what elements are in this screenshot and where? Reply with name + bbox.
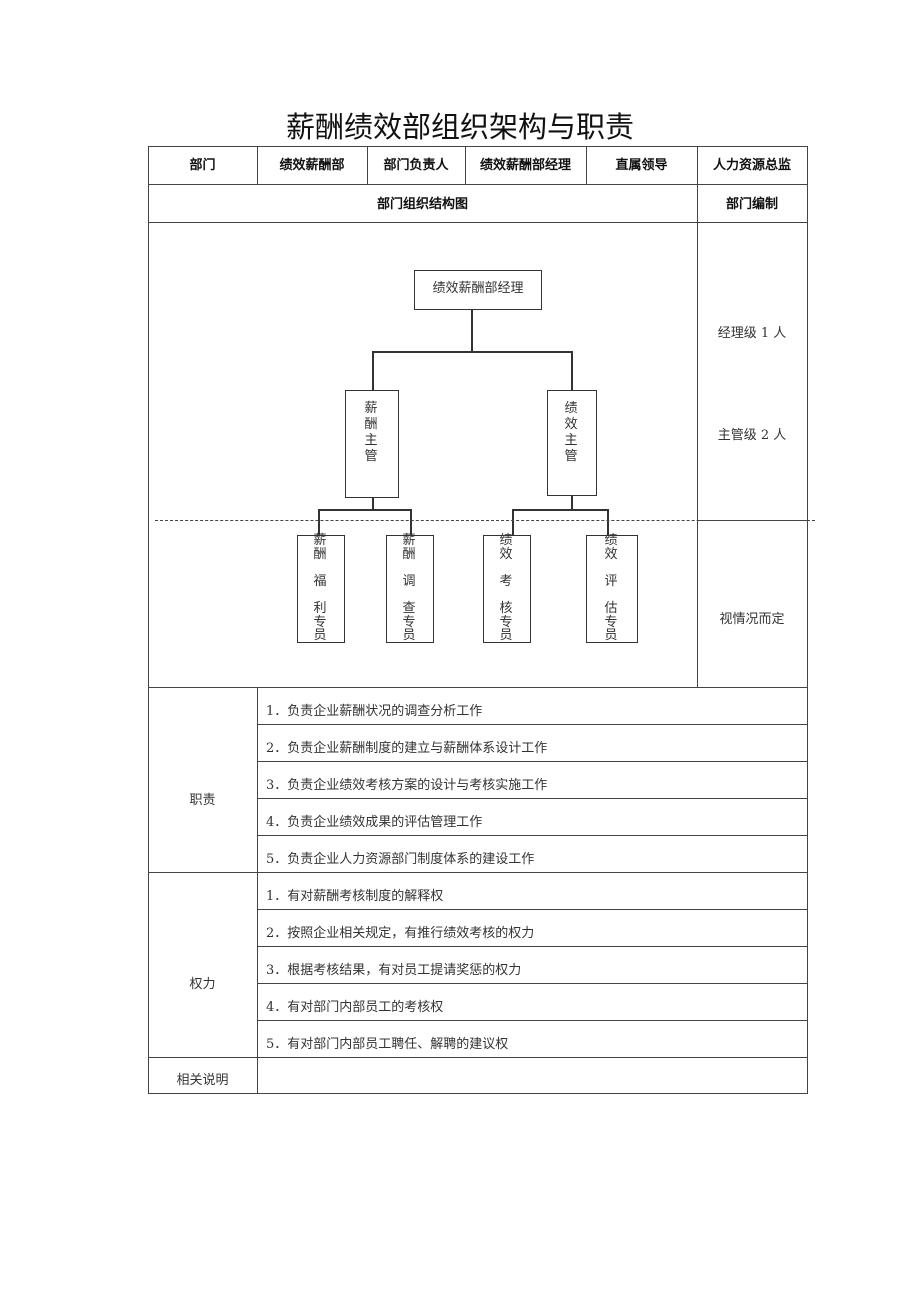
org-node-manager: 绩效薪酬部经理 xyxy=(414,270,542,310)
org-connector xyxy=(372,497,374,510)
org-node-label: 薪 酬 福 利 专 员 xyxy=(313,533,327,644)
table-divider xyxy=(257,146,258,184)
table-divider xyxy=(148,872,808,873)
dept-value: 绩效薪酬部 xyxy=(279,158,345,173)
notes-label: 相关说明 xyxy=(176,1073,229,1088)
table-divider xyxy=(257,687,258,1094)
org-node-label: 薪 酬 主 管 xyxy=(364,401,378,464)
org-node-performance-supervisor: 绩 效 主 管 xyxy=(547,390,597,496)
org-connector xyxy=(372,351,374,391)
table-divider xyxy=(257,946,808,947)
org-connector xyxy=(512,509,514,536)
table-divider xyxy=(257,724,808,725)
table-divider xyxy=(257,798,808,799)
org-node-benefits-specialist: 薪 酬 福 利 专 员 xyxy=(297,533,345,644)
table-divider xyxy=(148,1057,808,1058)
staffing-label: 部门编制 xyxy=(725,197,778,212)
duty-item: 1．负责企业薪酬状况的调查分析工作 xyxy=(266,704,483,719)
head-label: 部门负责人 xyxy=(383,158,449,173)
org-connector xyxy=(571,495,573,510)
org-connector xyxy=(512,509,608,511)
org-connector xyxy=(607,509,609,536)
duties-label: 职责 xyxy=(189,793,216,808)
org-node-survey-specialist: 薪 酬 调 查 专 员 xyxy=(386,533,434,644)
table-divider xyxy=(148,687,808,688)
superior-label: 直属领导 xyxy=(615,158,668,173)
org-chart-label: 部门组织结构图 xyxy=(376,197,468,212)
org-node-appraisal-specialist: 绩 效 考 核 专 员 xyxy=(483,533,531,644)
org-connector xyxy=(410,509,412,536)
table-divider xyxy=(697,146,698,687)
dashed-separator xyxy=(155,520,815,521)
org-node-compensation-supervisor: 薪 酬 主 管 xyxy=(345,390,399,498)
org-connector xyxy=(471,310,473,352)
table-border xyxy=(148,1093,808,1094)
table-border xyxy=(807,146,808,1094)
table-divider xyxy=(257,1020,808,1021)
authority-item: 3．根据考核结果，有对员工提请奖惩的权力 xyxy=(266,963,522,978)
head-value: 绩效薪酬部经理 xyxy=(479,158,571,173)
duty-item: 5．负责企业人力资源部门制度体系的建设工作 xyxy=(266,852,535,867)
table-border xyxy=(148,146,808,147)
org-connector xyxy=(318,509,320,536)
duty-item: 2．负责企业薪酬制度的建立与薪酬体系设计工作 xyxy=(266,741,548,756)
authority-item: 5．有对部门内部员工聘任、解聘的建议权 xyxy=(266,1037,509,1052)
table-divider xyxy=(148,222,808,223)
org-node-label: 薪 酬 调 查 专 员 xyxy=(402,533,416,644)
duty-item: 4．负责企业绩效成果的评估管理工作 xyxy=(266,815,483,830)
org-node-evaluation-specialist: 绩 效 评 估 专 员 xyxy=(586,533,638,644)
superior-value: 人力资源总监 xyxy=(712,158,791,173)
table-divider xyxy=(586,146,587,184)
authority-item: 2．按照企业相关规定，有推行绩效考核的权力 xyxy=(266,926,535,941)
org-node-label: 绩 效 考 核 专 员 xyxy=(499,533,513,644)
table-divider xyxy=(148,184,808,185)
table-divider xyxy=(257,761,808,762)
table-divider xyxy=(257,909,808,910)
authority-label: 权力 xyxy=(189,977,216,992)
table-divider xyxy=(367,146,368,184)
staffing-supervisor: 主管级 2 人 xyxy=(717,428,787,443)
org-node-label: 绩 效 评 估 专 员 xyxy=(604,533,618,644)
dept-label: 部门 xyxy=(189,158,216,173)
org-connector xyxy=(571,351,573,391)
org-connector xyxy=(372,351,572,353)
org-connector xyxy=(318,509,411,511)
page-title: 薪酬绩效部组织架构与职责 xyxy=(285,110,634,144)
authority-item: 4．有对部门内部员工的考核权 xyxy=(266,1000,444,1015)
table-border xyxy=(148,146,149,1094)
table-divider xyxy=(257,983,808,984)
authority-item: 1．有对薪酬考核制度的解释权 xyxy=(266,889,444,904)
org-node-label: 绩 效 主 管 xyxy=(564,401,578,464)
staffing-staff: 视情况而定 xyxy=(719,612,785,627)
staffing-manager: 经理级 1 人 xyxy=(717,326,787,341)
table-divider xyxy=(465,146,466,184)
table-divider xyxy=(257,835,808,836)
duty-item: 3．负责企业绩效考核方案的设计与考核实施工作 xyxy=(266,778,548,793)
